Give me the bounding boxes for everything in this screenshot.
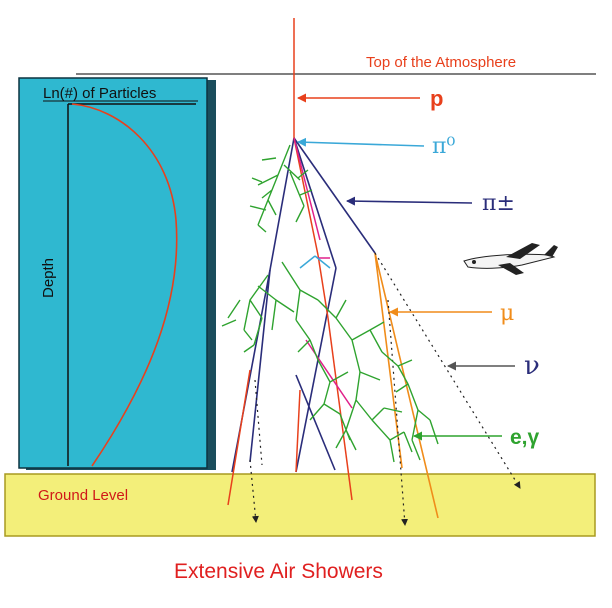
top-of-atmosphere-label: Top of the Atmosphere (366, 54, 516, 71)
pi-zero-label: π⁰ (432, 134, 455, 159)
ln-particles-label: Ln(#) of Particles (43, 85, 156, 102)
neutrino-tracks (249, 252, 521, 526)
electron-gamma-label: e,γ (510, 426, 540, 449)
depth-panel: Ln(#) of Particles Depth (18, 77, 216, 470)
muon-label: μ (500, 301, 514, 326)
caption: Extensive Air Showers (174, 560, 383, 583)
ground-level-label: Ground Level (38, 487, 128, 504)
pi0-arrow (297, 137, 425, 147)
proton-label: p (430, 86, 443, 111)
em-cascade-upper (249, 144, 313, 233)
pink-tracks (293, 137, 353, 409)
particle-count-curve (71, 103, 178, 467)
ground-band (4, 473, 596, 537)
em-cascade-lower (221, 261, 439, 463)
pi0-tracks (299, 255, 331, 269)
hadron-red-tracks (227, 137, 353, 506)
pi-charged-arrow (346, 196, 473, 206)
pi-charged-label: π± (482, 191, 515, 216)
neutrino-label: ν (524, 351, 540, 381)
depth-label: Depth (40, 258, 57, 298)
airplane-icon (463, 243, 558, 275)
